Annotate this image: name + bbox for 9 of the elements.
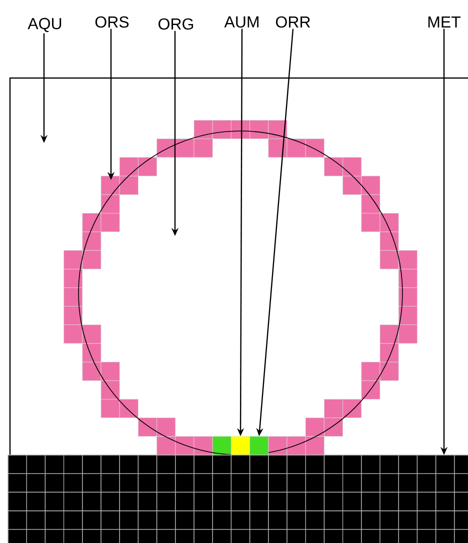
grid-cell — [250, 436, 269, 456]
metal-grid — [8, 454, 468, 543]
label-text: ORS — [95, 16, 129, 28]
label-text: MET — [428, 16, 461, 28]
grid-cell — [231, 436, 250, 456]
label-text: AQU — [28, 18, 62, 32]
label-text: ORR — [276, 16, 310, 28]
label-text: AUM — [224, 16, 258, 28]
label-text: ORG — [158, 18, 194, 30]
